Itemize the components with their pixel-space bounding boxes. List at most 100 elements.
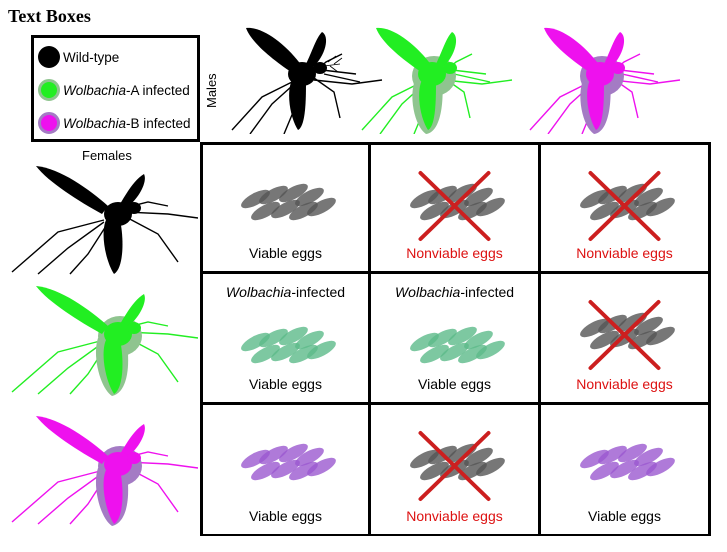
egg-cluster-icon bbox=[580, 300, 675, 370]
egg bbox=[295, 447, 324, 467]
legend-suffix: -B infected bbox=[126, 115, 191, 131]
legend-item-wild-type: Wild-type bbox=[38, 44, 119, 70]
male-wolbachia-b-mosquito-icon bbox=[529, 27, 681, 134]
cross-cell: Viable eggs bbox=[203, 145, 368, 271]
egg-outcome-label: Viable eggs bbox=[249, 376, 322, 392]
cross-cell: Nonviable eggs bbox=[541, 145, 708, 271]
legend: Wild-type Wolbachia-A infected Wolbachia… bbox=[31, 35, 200, 142]
egg bbox=[476, 340, 505, 360]
egg bbox=[634, 447, 663, 467]
egg bbox=[251, 461, 280, 481]
egg bbox=[289, 461, 318, 481]
egg bbox=[646, 457, 675, 477]
infected-label: Wolbachia-infected bbox=[371, 284, 538, 300]
page-title: Text Boxes bbox=[8, 6, 91, 26]
egg bbox=[251, 344, 280, 364]
cross-cell: Nonviable eggs bbox=[541, 274, 708, 402]
male-wild-type-mosquito-icon bbox=[231, 27, 383, 134]
egg bbox=[628, 461, 657, 481]
egg bbox=[241, 449, 270, 469]
egg bbox=[241, 332, 270, 352]
egg bbox=[618, 443, 647, 463]
egg-cluster-icon bbox=[580, 171, 675, 241]
egg bbox=[464, 330, 493, 350]
female-wolbachia-a-mosquito-icon bbox=[11, 286, 198, 396]
egg bbox=[618, 312, 647, 332]
egg bbox=[420, 201, 449, 221]
egg bbox=[580, 449, 609, 469]
grid-line bbox=[200, 142, 203, 536]
egg bbox=[410, 332, 439, 352]
egg-outcome-label: Nonviable eggs bbox=[576, 376, 673, 392]
egg-cluster-icon bbox=[410, 431, 505, 501]
red-cross-icon bbox=[588, 171, 661, 241]
egg-cluster-icon bbox=[241, 183, 336, 221]
egg bbox=[420, 461, 449, 481]
egg bbox=[476, 197, 505, 217]
egg bbox=[634, 316, 663, 336]
grid-line bbox=[200, 402, 711, 405]
egg-outcome-label: Viable eggs bbox=[588, 508, 661, 524]
egg bbox=[440, 342, 469, 362]
red-cross-icon bbox=[588, 300, 661, 370]
grid-line bbox=[200, 271, 711, 274]
legend-label: Wolbachia-A infected bbox=[63, 83, 190, 98]
egg bbox=[307, 457, 336, 477]
egg bbox=[271, 459, 300, 479]
grid-line bbox=[368, 142, 371, 536]
egg bbox=[259, 445, 288, 465]
egg bbox=[618, 183, 647, 203]
red-cross-icon bbox=[418, 171, 491, 241]
egg bbox=[289, 201, 318, 221]
egg bbox=[279, 183, 308, 203]
egg-outcome-label: Viable eggs bbox=[418, 376, 491, 392]
egg bbox=[590, 201, 619, 221]
grid-line bbox=[200, 534, 711, 536]
egg bbox=[580, 189, 609, 209]
egg bbox=[420, 344, 449, 364]
egg bbox=[410, 449, 439, 469]
egg-outcome-label: Nonviable eggs bbox=[576, 245, 673, 261]
legend-label: Wolbachia-B infected bbox=[63, 116, 191, 131]
infected-label: Wolbachia-infected bbox=[203, 284, 368, 300]
infected-suffix: -infected bbox=[291, 284, 346, 300]
infected-species: Wolbachia bbox=[394, 284, 461, 300]
wolbachia-b-swatch bbox=[38, 112, 60, 134]
egg bbox=[410, 189, 439, 209]
egg bbox=[271, 342, 300, 362]
egg bbox=[448, 183, 477, 203]
legend-species: Wolbachia bbox=[63, 115, 127, 131]
egg bbox=[610, 459, 639, 479]
egg bbox=[307, 340, 336, 360]
cross-cell: Nonviable eggs bbox=[371, 145, 538, 271]
egg-outcome-label: Nonviable eggs bbox=[406, 508, 503, 524]
red-cross-icon bbox=[418, 431, 491, 501]
egg bbox=[295, 187, 324, 207]
egg bbox=[289, 344, 318, 364]
egg bbox=[448, 443, 477, 463]
egg-outcome-label: Viable eggs bbox=[249, 508, 322, 524]
egg bbox=[476, 457, 505, 477]
legend-suffix: -A infected bbox=[126, 82, 190, 98]
egg bbox=[251, 201, 280, 221]
cross-cell: Viable eggs bbox=[203, 405, 368, 534]
infected-suffix: -infected bbox=[460, 284, 515, 300]
male-wolbachia-a-mosquito-icon bbox=[361, 27, 513, 134]
egg bbox=[580, 318, 609, 338]
egg-outcome-label: Viable eggs bbox=[249, 245, 322, 261]
egg bbox=[464, 447, 493, 467]
legend-label: Wild-type bbox=[63, 49, 120, 65]
egg bbox=[590, 330, 619, 350]
egg bbox=[590, 461, 619, 481]
egg bbox=[458, 344, 487, 364]
infected-species: Wolbachia bbox=[225, 284, 292, 300]
females-label: Females bbox=[82, 148, 132, 163]
egg-cluster-icon bbox=[241, 326, 336, 364]
grid-line bbox=[538, 142, 541, 536]
egg-outcome-label: Nonviable eggs bbox=[406, 245, 503, 261]
grid-line bbox=[708, 142, 711, 536]
egg bbox=[646, 197, 675, 217]
wild-type-swatch bbox=[38, 46, 60, 68]
egg bbox=[279, 443, 308, 463]
